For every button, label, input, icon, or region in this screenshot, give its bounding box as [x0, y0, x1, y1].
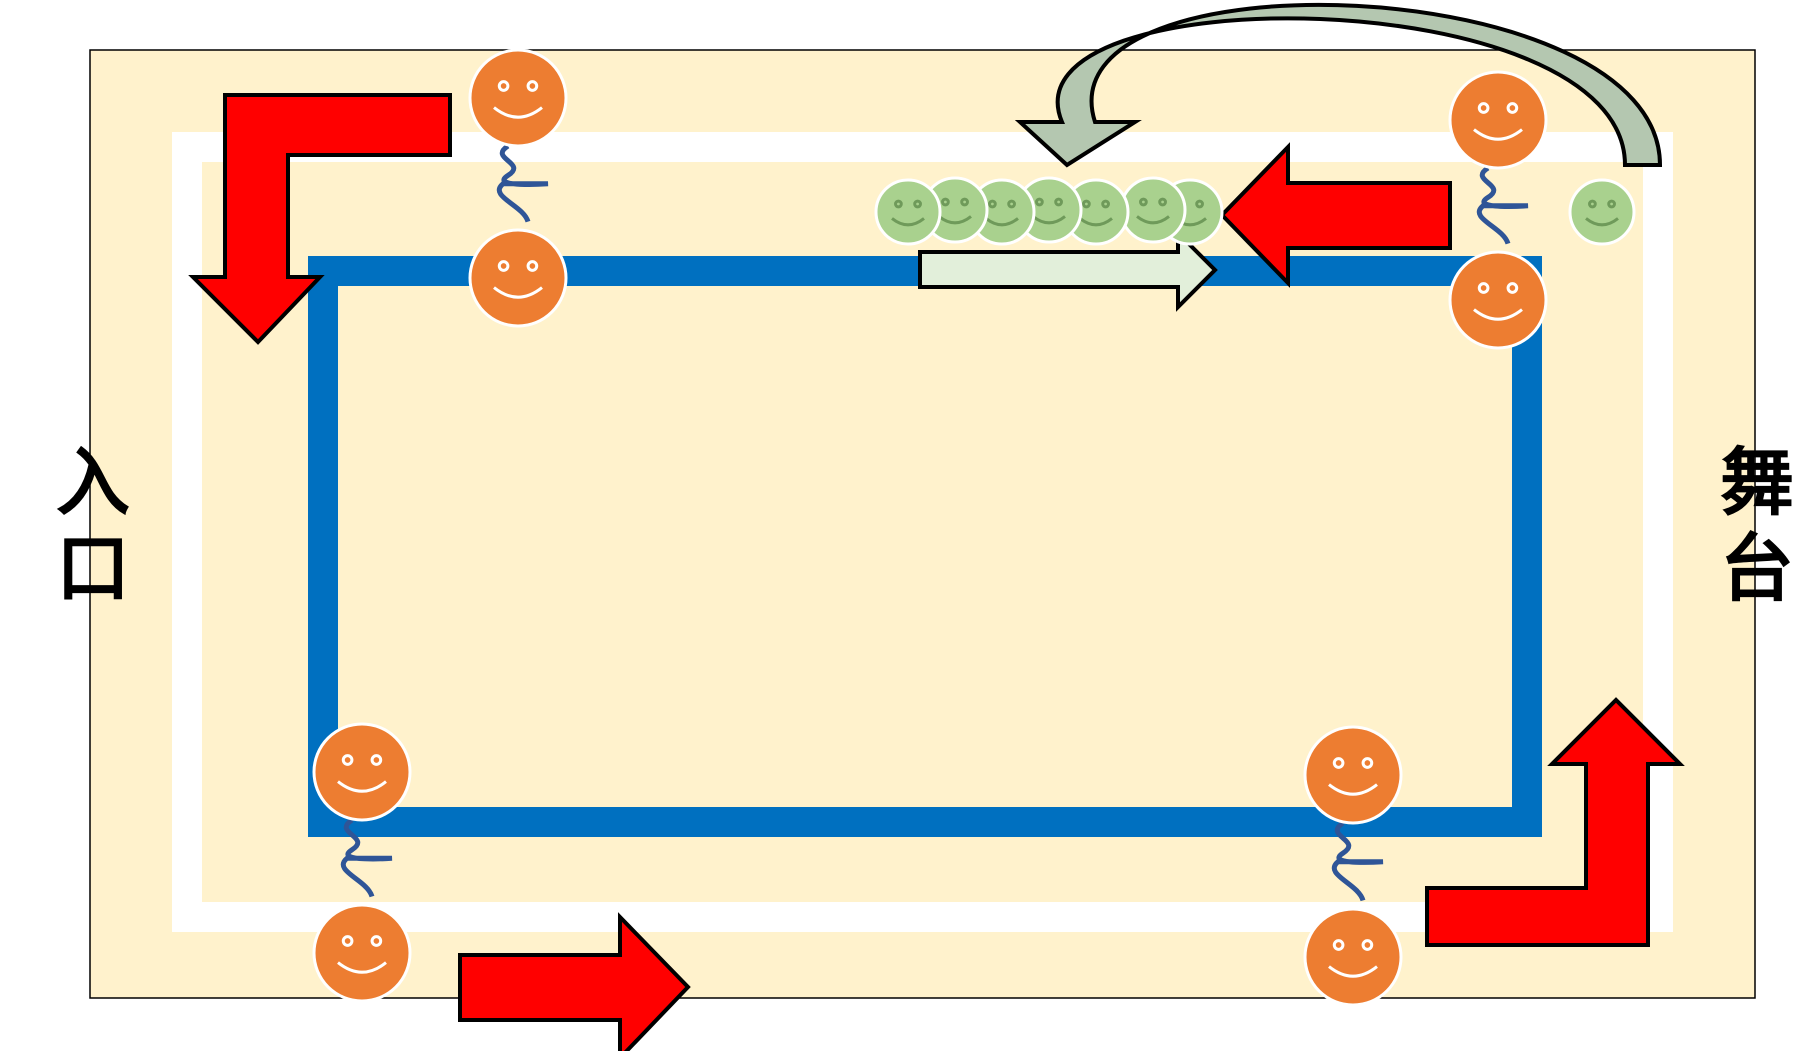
- entrance-label-char-1: 入: [56, 440, 130, 526]
- return-arrow-curved: [1014, 2, 1663, 168]
- staff-pair-top-left-spring: [497, 143, 549, 223]
- flow-arrow-top-left: [188, 93, 452, 345]
- queue-forward-arrow: [918, 228, 1218, 312]
- queue-person: [874, 178, 942, 246]
- staff-pair-bottom-right-spring: [1332, 820, 1384, 902]
- stage-label-char-1: 舞: [1720, 440, 1794, 526]
- staff-pair-top-left-lower: [468, 228, 568, 328]
- staff-pair-top-right-lower: [1448, 250, 1548, 350]
- flow-arrow-bottom-right: [1425, 697, 1685, 947]
- staff-pair-top-right-spring: [1477, 165, 1529, 245]
- staff-pair-bottom-left-lower: [312, 903, 412, 1003]
- returning-person: [1568, 178, 1636, 246]
- entrance-label-char-2: 口: [56, 526, 130, 612]
- walkway-path: [172, 132, 1673, 932]
- staff-pair-bottom-right-lower: [1303, 907, 1403, 1007]
- stage-label: 舞 台: [1714, 440, 1800, 612]
- flow-arrow-top-right: [1219, 142, 1452, 288]
- queue-person: [1119, 176, 1187, 244]
- queue-person: [921, 176, 989, 244]
- staff-pair-bottom-left-spring: [341, 817, 393, 898]
- stage-label-char-2: 台: [1720, 526, 1794, 612]
- staff-pair-top-right-upper: [1448, 70, 1548, 170]
- staff-pair-bottom-right-upper: [1303, 725, 1403, 825]
- entrance-label: 入 口: [50, 440, 136, 612]
- staff-pair-top-left-upper: [468, 48, 568, 148]
- flow-arrow-bottom: [458, 912, 691, 1051]
- staff-pair-bottom-left-upper: [312, 722, 412, 822]
- staff-group: [312, 48, 1636, 1007]
